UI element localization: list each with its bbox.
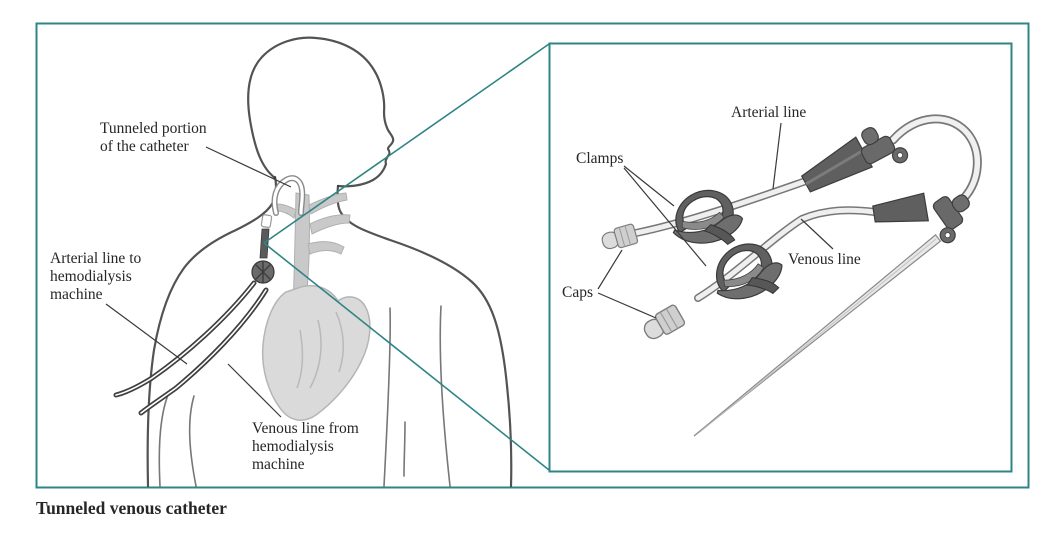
catheter-shaft-shade — [699, 238, 937, 433]
catheter-cuff — [260, 214, 273, 229]
venous-tube-core — [695, 207, 878, 301]
arm-crease-right-outer — [439, 305, 451, 487]
zoom-line-upper — [263, 43, 550, 244]
figure-caption: Tunneled venous catheter — [36, 498, 227, 518]
head-outline — [247, 36, 395, 188]
label-caps: Caps — [562, 284, 593, 301]
body-outline-right — [336, 184, 513, 488]
zoom-wedge-lines — [263, 43, 550, 471]
pointer-clamp-lower — [623, 167, 707, 267]
label-venous-body-line3: machine — [252, 456, 305, 473]
pointer-clamp-upper — [623, 165, 675, 207]
catheter-detail-illustration: Arterial line Clamps Venous line Caps — [562, 104, 982, 437]
pointer-venous-line-body — [227, 363, 282, 418]
pointer-cap-upper — [597, 249, 623, 290]
label-venous-line: Venous line — [788, 251, 861, 268]
label-arterial-body-line1: Arterial line to — [50, 250, 141, 267]
wing-connector-right — [932, 194, 970, 244]
pointer-arterial-line-body — [105, 303, 188, 365]
pointer-tunneled-portion — [205, 146, 292, 188]
arm-crease-mid — [403, 421, 406, 477]
external-tube-1-core — [115, 282, 255, 396]
heart — [261, 284, 371, 421]
label-clamps: Clamps — [576, 150, 623, 167]
label-tunneled-portion-line2: of the catheter — [100, 138, 189, 155]
tunneled-arch-core — [272, 176, 304, 215]
bifurcation-hatch — [254, 261, 272, 283]
arm-crease-left-outer — [158, 389, 171, 487]
pointer-arterial-line — [772, 122, 782, 190]
label-arterial-body-line3: machine — [50, 286, 103, 303]
label-arterial-body-line2: hemodialysis — [50, 268, 132, 285]
venous-cone — [872, 192, 930, 223]
zoom-line-lower — [263, 242, 550, 471]
label-tunneled-portion-line1: Tunneled portion — [100, 120, 207, 137]
body-illustration: Tunneled portion of the catheter Arteria… — [50, 36, 513, 488]
wing-connector-top — [860, 127, 909, 165]
arm-crease-right-inner — [383, 307, 391, 487]
figure-frame — [35, 22, 1030, 489]
external-tube-2-core — [140, 289, 267, 414]
external-tube-2 — [138, 287, 269, 416]
label-arterial-line: Arterial line — [731, 104, 806, 121]
label-venous-body-line1: Venous line from — [252, 420, 359, 437]
pointer-venous-line — [800, 218, 834, 250]
arterial-cone-highlight — [805, 149, 863, 186]
pointer-cap-lower — [597, 292, 657, 319]
label-venous-body-line2: hemodialysis — [252, 438, 334, 455]
arm-crease-left-inner — [188, 395, 197, 487]
